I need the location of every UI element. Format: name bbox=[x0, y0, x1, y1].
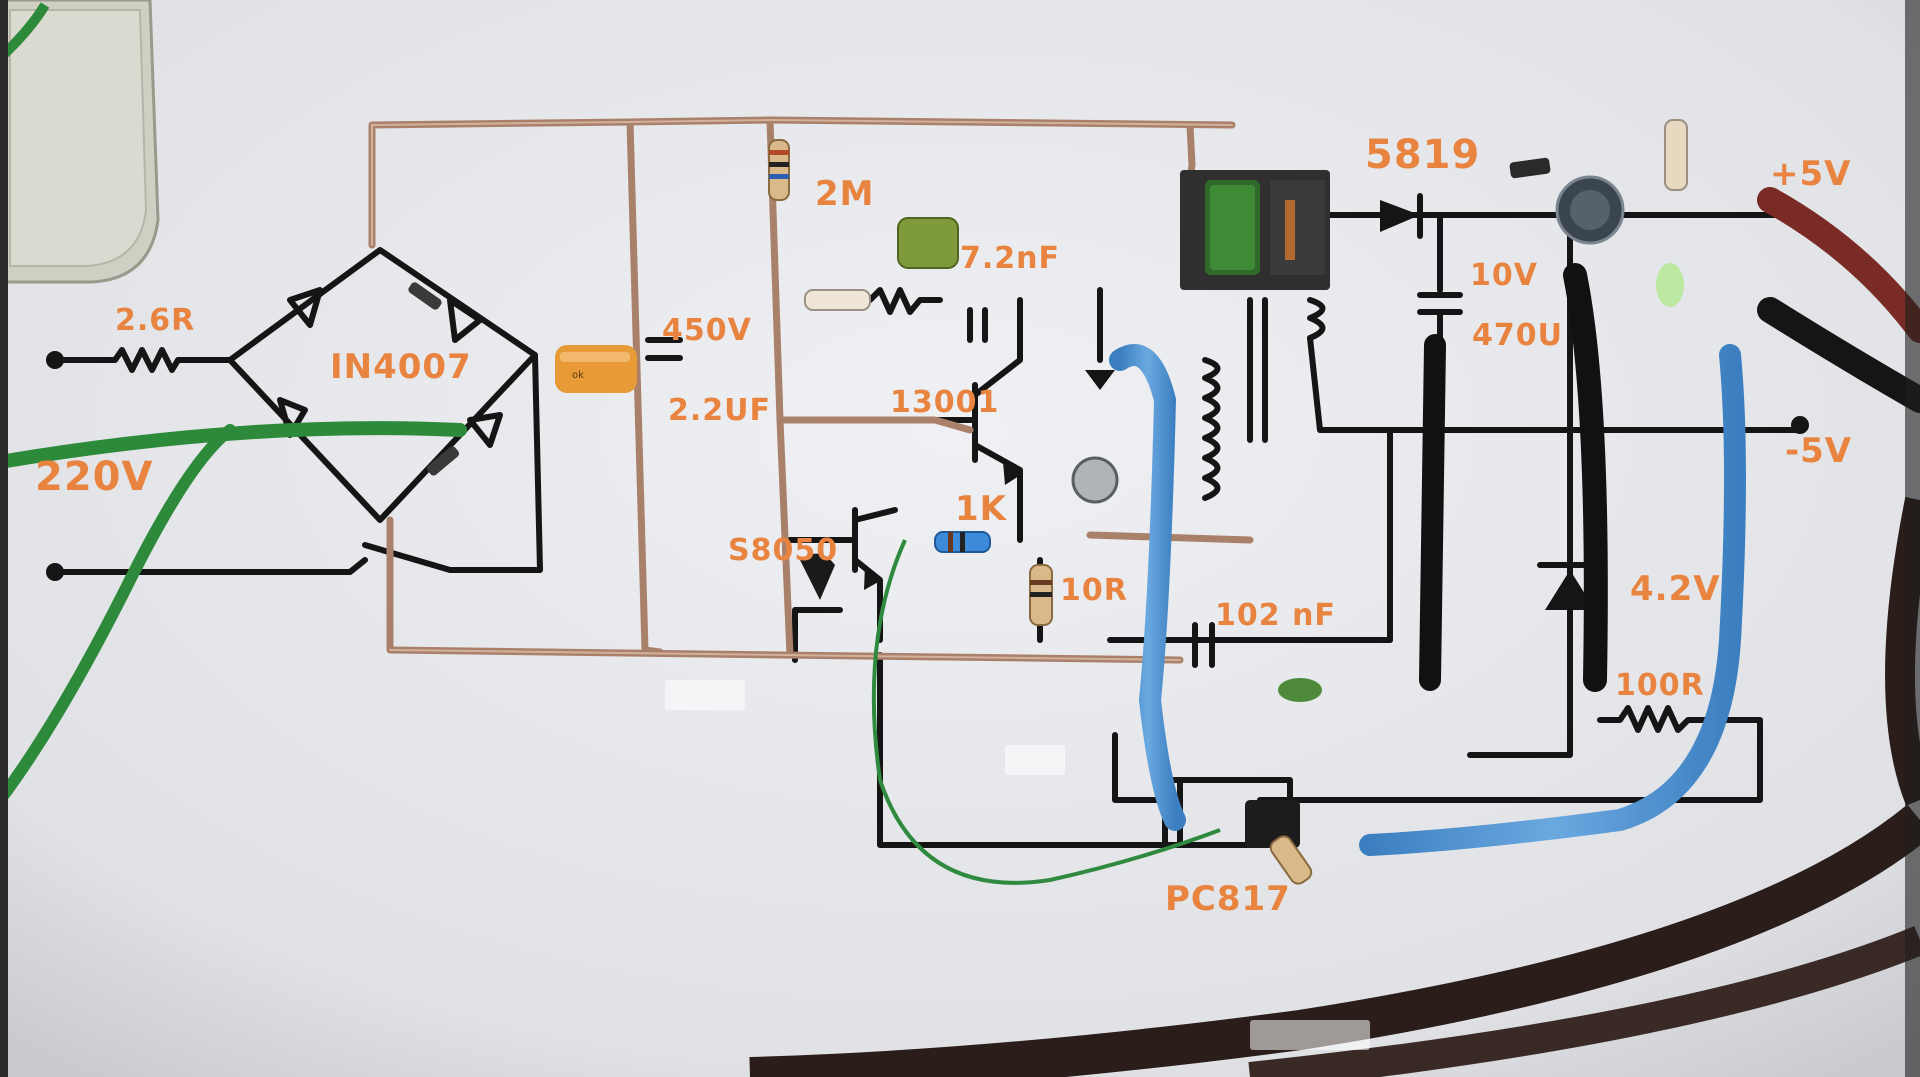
label-mains: 220V bbox=[35, 454, 153, 500]
wall-socket bbox=[0, 0, 160, 284]
resistor-2m bbox=[768, 139, 790, 201]
y-capacitor bbox=[1278, 678, 1322, 702]
resistor-1k bbox=[934, 531, 991, 553]
label-optocoupler: PC817 bbox=[1165, 879, 1291, 919]
film-capacitor bbox=[897, 217, 959, 269]
resistor-pc817 bbox=[1269, 835, 1313, 885]
label-out-cap-voltage: 10V bbox=[1470, 258, 1538, 293]
resistor-560 bbox=[804, 289, 871, 311]
label-cap-value: 2.2UF bbox=[668, 393, 771, 428]
label-minus-out: -5V bbox=[1785, 431, 1852, 471]
component-labels: 2.6R IN4007 220V 450V 2.2UF 2M 7.2nF 130… bbox=[35, 132, 1852, 919]
resistor-led bbox=[1664, 119, 1688, 191]
transistor-s8050 bbox=[800, 553, 835, 600]
transformer bbox=[1180, 170, 1330, 290]
label-r-led: 100R bbox=[1615, 668, 1705, 703]
label-cap-voltage: 450V bbox=[662, 313, 752, 348]
resistor-10r bbox=[1029, 564, 1053, 626]
electrolytic-capacitor-450v: ok bbox=[555, 345, 637, 393]
label-zener: 4.2V bbox=[1630, 569, 1721, 609]
label-r-emitter: 10R bbox=[1060, 573, 1128, 608]
label-transistor-drv: S8050 bbox=[728, 533, 838, 568]
label-cap-y: 102 nF bbox=[1215, 598, 1336, 633]
signal-diode bbox=[1509, 157, 1551, 179]
led bbox=[1656, 263, 1684, 307]
label-schottky: 5819 bbox=[1365, 132, 1480, 178]
bridge-diodes bbox=[408, 282, 460, 476]
trimmer bbox=[1071, 456, 1119, 504]
output-capacitor bbox=[1555, 175, 1625, 245]
label-bridge: IN4007 bbox=[330, 347, 472, 387]
label-out-cap-value: 470U bbox=[1472, 318, 1563, 353]
label-transistor-main: 13001 bbox=[890, 385, 999, 420]
copper-traces bbox=[368, 116, 1254, 664]
label-r-input: 2.6R bbox=[115, 303, 195, 338]
label-cap-snubber: 7.2nF bbox=[960, 241, 1060, 276]
label-r-startup: 2M bbox=[815, 174, 875, 214]
svg-text:ok: ok bbox=[572, 370, 584, 381]
label-plus-out: +5V bbox=[1770, 154, 1851, 194]
label-r-base: 1K bbox=[955, 489, 1008, 529]
tape-pieces bbox=[665, 680, 1370, 1050]
